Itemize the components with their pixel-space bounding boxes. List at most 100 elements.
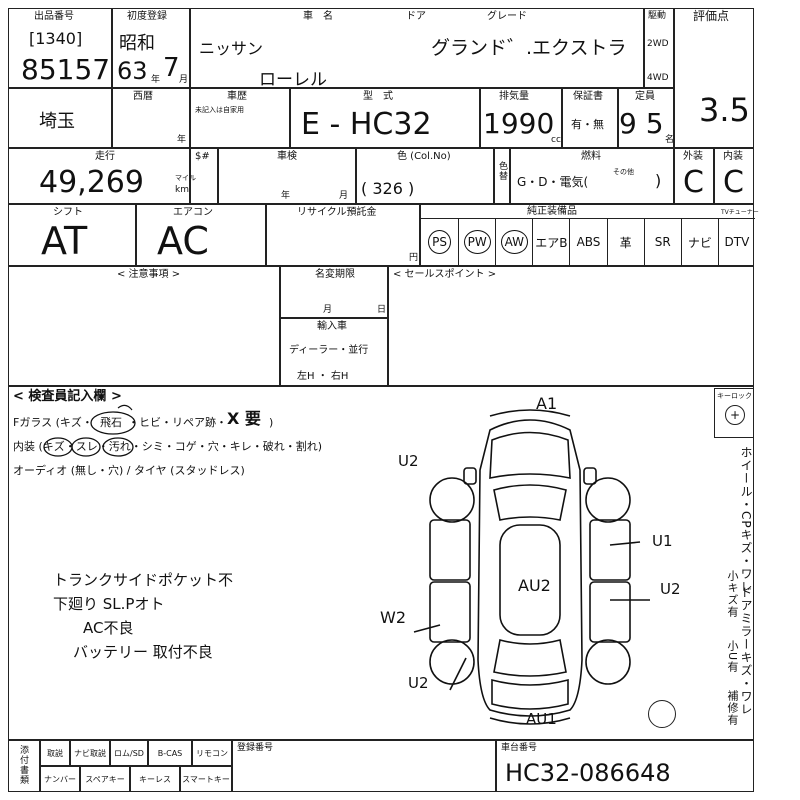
sales-point-cell: < セールスポイント >: [388, 266, 754, 386]
sales-label: < セールスポイント >: [393, 269, 497, 280]
lot-label: 出品番号: [34, 11, 74, 22]
region-value: 埼玉: [39, 111, 75, 132]
recycle-yen: 円: [409, 253, 419, 263]
inspection-month: 月: [339, 191, 349, 201]
name-change-label: 名変期限: [315, 269, 355, 280]
meter-cell: $#: [190, 148, 218, 204]
capacity-value: 9 5: [619, 107, 664, 140]
equipment-item: ABS: [569, 219, 606, 265]
drive-4wd: 4WD: [647, 73, 669, 83]
inspection-label: 車検: [277, 151, 297, 162]
score-cell: 評価点 3.5: [674, 8, 754, 148]
meter-label: $#: [195, 151, 210, 162]
audio-line: オーディオ (無し・穴) / タイヤ (スタッドレス): [13, 464, 245, 477]
name-label: 車 名: [303, 11, 333, 22]
warranty-label: 保証書: [573, 91, 603, 102]
side-small-u: 小U有: [726, 640, 739, 674]
mark-left-bottom: U2: [408, 674, 429, 692]
import-label: 輸入車: [317, 321, 347, 332]
fuel-close: ): [655, 171, 662, 190]
lot-code: [1340]: [29, 29, 83, 48]
glass-line-rest: ・ヒビ・リペア跡・: [128, 416, 227, 429]
reg-label: 初度登録: [127, 11, 167, 22]
footer-item: キーレス: [130, 766, 180, 792]
equipment-item: エアB: [532, 219, 569, 265]
footer-item: ナビ取説: [70, 740, 110, 766]
reg-number-cell: 登録番号: [232, 740, 496, 792]
recycle-cell: リサイクル預託金 円: [266, 204, 420, 266]
displacement-value: 1990: [483, 107, 555, 140]
inspection-cell: 車検 年 月: [218, 148, 356, 204]
mark-right-door: U1: [652, 532, 673, 550]
equipment-label-4: ABS: [576, 235, 601, 249]
equipment-label-5: 革: [619, 235, 632, 250]
keylock-label: キーロック: [717, 392, 752, 400]
shift-value: AT: [41, 219, 88, 263]
grade-value: グランド゛.エクストラ: [431, 37, 627, 59]
exterior-cell: 外装 C: [674, 148, 714, 204]
diagram-circle-mark: [648, 700, 676, 728]
handwritten-line: 下廻り SL.Pオト: [53, 595, 165, 613]
history-note: 未記入は自家用: [195, 106, 244, 114]
mileage-unit-mile: マイル: [175, 174, 196, 182]
drive-cell: 駆動 2WD 4WD: [644, 8, 674, 88]
equipment-item: 革: [606, 219, 644, 265]
mileage-cell: 走行 49,269 マイル km: [8, 148, 196, 204]
attach-label: 添付書類: [18, 745, 28, 785]
equipment-label-8: DTV: [724, 235, 750, 249]
footer-item: B-CAS: [148, 740, 192, 766]
aircon-cell: エアコン AC: [136, 204, 266, 266]
equipment-label-7: ナビ: [687, 235, 712, 250]
glass-x: X 要: [227, 409, 261, 428]
chassis-label: 車台番号: [501, 743, 538, 753]
mark-a1: A1: [536, 394, 558, 413]
era: 昭和: [119, 33, 155, 54]
glass-line-prefix: Fガラス (キズ・: [13, 416, 93, 429]
west-year-unit: 年: [177, 135, 187, 145]
recycle-label: リサイクル預託金: [297, 207, 377, 218]
footer-item: スマートキー: [180, 766, 232, 792]
footer-item: リモコン: [192, 740, 232, 766]
glass-close: ): [269, 416, 274, 429]
equipment-label-0: PS: [428, 230, 451, 254]
capacity-unit: 名: [665, 135, 675, 145]
equipment-label-6: SR: [654, 235, 671, 249]
color-value: ( 326 ): [361, 179, 415, 198]
side-scratch-text: 小キズ有: [726, 570, 739, 618]
month-unit: 月: [179, 75, 189, 85]
footer-attach-label-cell: 添付書類: [8, 740, 40, 792]
equipment-label-1: PW: [463, 230, 491, 254]
score-label: 評価点: [693, 9, 730, 23]
score-value: 3.5: [699, 91, 750, 129]
exterior-label: 外装: [683, 151, 703, 162]
side-wheel-text: ホイール・CPキズ・ワレ: [739, 446, 753, 594]
exterior-value: C: [683, 165, 704, 200]
history-cell: 車歴 未記入は自家用: [190, 88, 290, 148]
mileage-unit-km: km: [175, 185, 189, 195]
drive-label: 駆動: [648, 11, 667, 21]
region-cell: 埼玉: [8, 88, 112, 148]
lot-cell: 出品番号 [1340] 85157: [8, 8, 112, 88]
fuel-options: G・D・電気(: [517, 175, 589, 189]
mileage-label: 走行: [95, 151, 115, 162]
capacity-label: 定員: [635, 91, 655, 102]
glass-stone: 飛石: [100, 416, 122, 429]
warranty-value: 有・無: [571, 118, 604, 131]
repaint-label: 色替: [497, 161, 507, 181]
interior-label: 内装: [723, 151, 743, 162]
equipment-item: PW: [458, 219, 495, 265]
chassis-number: HC32-086648: [505, 759, 671, 787]
nc-day: 日: [377, 305, 387, 315]
mark-front-left: U2: [398, 452, 419, 470]
equipment-item: DTV: [717, 219, 755, 265]
reg-number-label: 登録番号: [237, 743, 274, 753]
shift-label: シフト: [53, 207, 83, 218]
fuel-other: その他: [613, 168, 634, 176]
type-value: E - HC32: [301, 107, 432, 142]
grade-label: グレード: [487, 11, 527, 22]
equipment-label-2: AW: [500, 230, 528, 254]
